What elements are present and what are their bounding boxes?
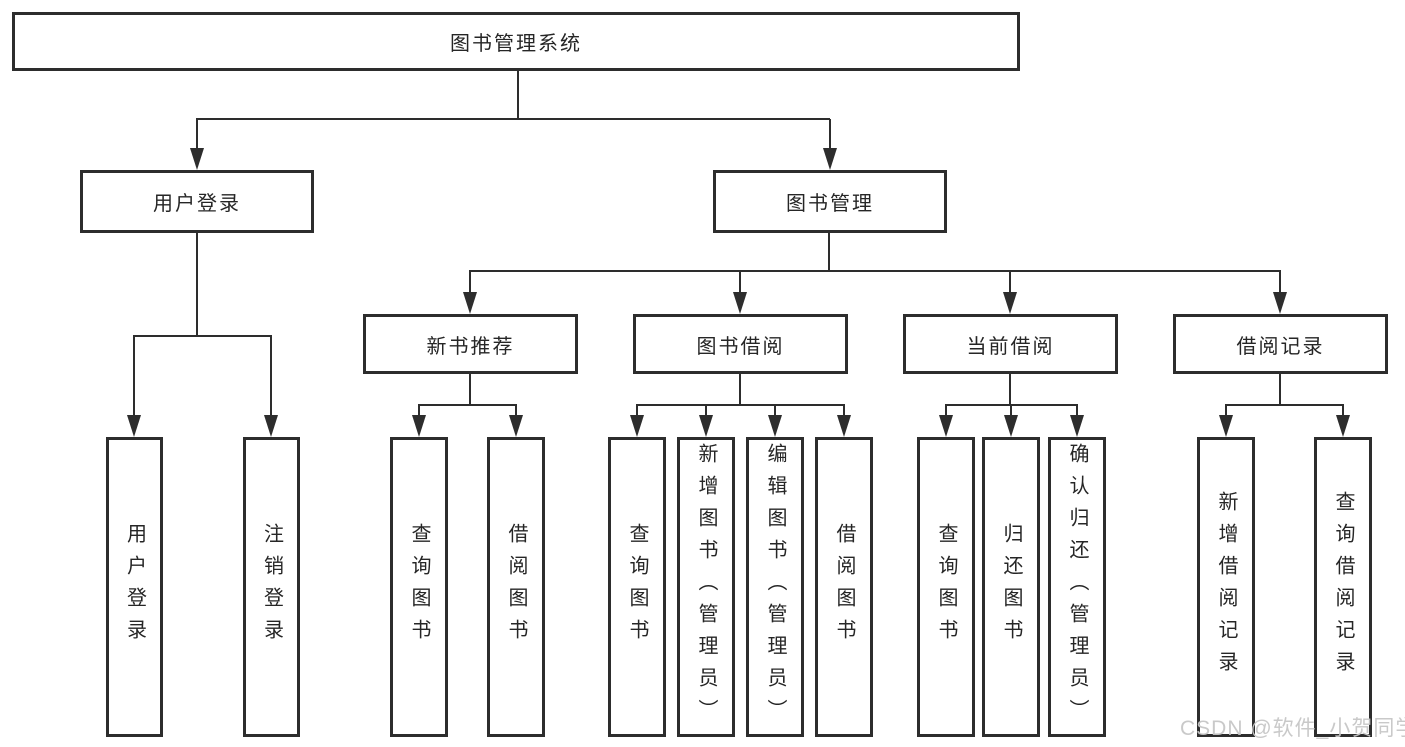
leaf-add-borrow-record: 新增借阅记录 (1197, 437, 1255, 737)
arrowhead-down-icon (1273, 292, 1287, 314)
arrowhead-down-icon (733, 292, 747, 314)
node-new-book-label: 新书推荐 (426, 335, 515, 358)
leaf-logout: 注销登录 (243, 437, 300, 737)
node-root-label: 图书管理系统 (450, 33, 582, 55)
node-root: 图书管理系统 (12, 12, 1020, 71)
leaf-label: 查询图书 (626, 523, 648, 651)
arrowhead-down-icon (1219, 415, 1233, 437)
connector-line (133, 335, 272, 337)
leaf-query-book-2: 查询图书 (608, 437, 666, 737)
leaf-borrow-book-1: 借阅图书 (487, 437, 545, 737)
leaf-return-book: 归还图书 (982, 437, 1040, 737)
arrowhead-down-icon (630, 415, 644, 437)
connector-line (418, 405, 420, 417)
connector-line (705, 405, 707, 417)
leaf-label: 新增图书（管理员） (695, 443, 717, 731)
leaf-label: 查询图书 (408, 523, 430, 651)
arrowhead-down-icon (1070, 415, 1084, 437)
node-borrow-record-label: 借阅记录 (1236, 335, 1325, 358)
node-book-borrow: 图书借阅 (633, 314, 848, 374)
arrowhead-down-icon (1003, 292, 1017, 314)
connector-line (1010, 405, 1012, 417)
connector-line (1076, 405, 1078, 417)
node-book-mgmt: 图书管理 (713, 170, 947, 233)
arrowhead-down-icon (463, 292, 477, 314)
node-current-borrow: 当前借阅 (903, 314, 1118, 374)
connector-line (196, 233, 198, 336)
leaf-label: 注销登录 (260, 523, 283, 651)
leaf-label: 归还图书 (1000, 523, 1022, 651)
arrowhead-down-icon (1336, 415, 1350, 437)
arrowhead-down-icon (264, 415, 278, 437)
arrowhead-down-icon (823, 148, 837, 170)
csdn-watermark: CSDN @软件_小贺同学 (1180, 717, 1405, 740)
connector-line (1009, 271, 1011, 294)
node-user-login: 用户登录 (80, 170, 314, 233)
leaf-label: 借阅图书 (505, 523, 527, 651)
node-new-book: 新书推荐 (363, 314, 578, 374)
connector-line (829, 119, 831, 149)
connector-line (469, 271, 471, 294)
connector-line (945, 405, 947, 417)
leaf-label: 查询借阅记录 (1332, 491, 1354, 683)
connector-line (1225, 404, 1344, 406)
connector-line (196, 118, 830, 120)
connector-line (515, 405, 517, 417)
connector-line (1225, 405, 1227, 417)
connector-line (636, 404, 845, 406)
leaf-confirm-return-admin: 确认归还（管理员） (1048, 437, 1106, 737)
arrowhead-down-icon (768, 415, 782, 437)
leaf-edit-book-admin: 编辑图书（管理员） (746, 437, 804, 737)
connector-line (843, 405, 845, 417)
arrowhead-down-icon (699, 415, 713, 437)
leaf-query-book-3: 查询图书 (917, 437, 975, 737)
node-book-borrow-label: 图书借阅 (696, 335, 785, 358)
connector-line (739, 374, 741, 405)
arrowhead-down-icon (1004, 415, 1018, 437)
connector-line (636, 405, 638, 417)
connector-line (1009, 374, 1011, 405)
leaf-label: 确认归还（管理员） (1066, 443, 1088, 731)
leaf-query-book-1: 查询图书 (390, 437, 448, 737)
arrowhead-down-icon (837, 415, 851, 437)
connector-line (133, 336, 135, 417)
arrowhead-down-icon (509, 415, 523, 437)
connector-line (774, 405, 776, 417)
arrowhead-down-icon (127, 415, 141, 437)
node-borrow-record: 借阅记录 (1173, 314, 1388, 374)
arrowhead-down-icon (412, 415, 426, 437)
connector-line (1279, 271, 1281, 294)
leaf-label: 新增借阅记录 (1215, 491, 1237, 683)
connector-line (196, 119, 198, 149)
arrowhead-down-icon (939, 415, 953, 437)
leaf-user-login: 用户登录 (106, 437, 163, 737)
connector-line (418, 404, 517, 406)
connector-line (469, 374, 471, 405)
connector-line (1279, 374, 1281, 405)
node-book-mgmt-label: 图书管理 (786, 193, 874, 215)
connector-line (469, 270, 1281, 272)
connector-line (739, 271, 741, 294)
leaf-label: 借阅图书 (833, 523, 855, 651)
leaf-label: 用户登录 (123, 523, 146, 651)
leaf-query-borrow-record: 查询借阅记录 (1314, 437, 1372, 737)
leaf-label: 编辑图书（管理员） (764, 443, 786, 731)
leaf-add-book-admin: 新增图书（管理员） (677, 437, 735, 737)
connector-line (270, 336, 272, 417)
connector-line (828, 233, 830, 272)
connector-line (1342, 405, 1344, 417)
node-current-borrow-label: 当前借阅 (966, 335, 1055, 358)
connector-line (517, 70, 519, 119)
leaf-borrow-book-2: 借阅图书 (815, 437, 873, 737)
arrowhead-down-icon (190, 148, 204, 170)
node-user-login-label: 用户登录 (153, 193, 241, 215)
leaf-label: 查询图书 (935, 523, 957, 651)
